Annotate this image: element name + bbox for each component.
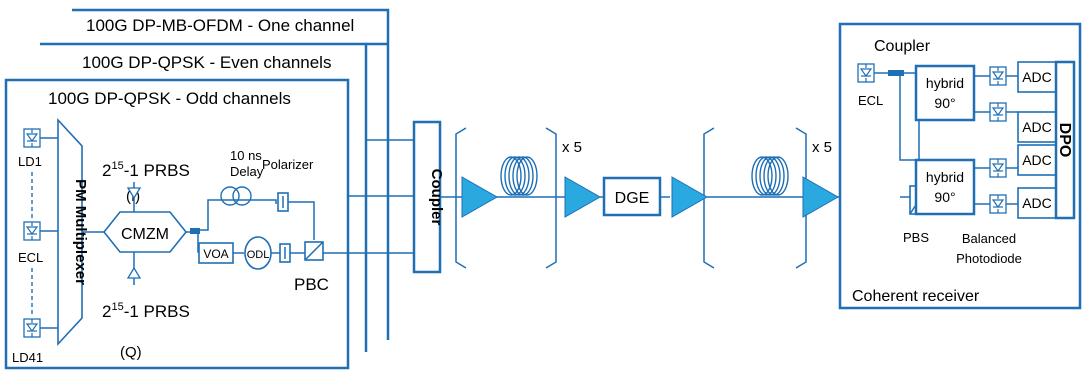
svg-text:PM Multiplexer: PM Multiplexer (72, 179, 89, 285)
svg-text:Balanced: Balanced (962, 231, 1016, 246)
laser-ld41: LD41 (12, 318, 43, 365)
voa: VOA (198, 242, 234, 264)
svg-text:Polarizer: Polarizer (262, 157, 314, 172)
svg-text:hybrid: hybrid (926, 169, 964, 185)
pm-multiplexer: PM Multiplexer (57, 117, 89, 347)
rx-coupler-icon (888, 70, 904, 76)
tx-coupler: Coupler (412, 120, 445, 274)
svg-text:ADC: ADC (1022, 195, 1052, 211)
svg-text:ADC: ADC (1022, 119, 1052, 135)
svg-text:ADC: ADC (1022, 152, 1052, 168)
svg-text:x 5: x 5 (812, 139, 832, 156)
photodiode-icon (989, 66, 1007, 86)
adc-1: ADC (1017, 61, 1057, 93)
svg-text:ECL: ECL (858, 93, 883, 108)
photodiode-icon (989, 194, 1007, 214)
svg-text:ODL: ODL (247, 249, 270, 261)
svg-text:90°: 90° (934, 95, 955, 111)
adc-2: ADC (1017, 111, 1057, 143)
svg-text:x 5: x 5 (562, 139, 582, 156)
svg-text:LD41: LD41 (12, 350, 43, 365)
fiber-coil-icon (751, 156, 789, 196)
svg-text:CMZM: CMZM (121, 226, 169, 243)
amplifier-icon (802, 176, 840, 218)
panel-mid-title: 100G DP-QPSK - Even channels (82, 53, 331, 72)
adc-3: ADC (1017, 144, 1057, 176)
hybrid-top: hybrid 90° (914, 64, 976, 122)
svg-text:Coupler: Coupler (874, 38, 931, 55)
laser-ecl: ECL (18, 221, 43, 265)
panel-back-title: 100G DP-MB-OFDM - One channel (86, 16, 354, 35)
span-1: x 5 (455, 127, 602, 269)
dpo: DPO (1054, 60, 1076, 220)
prbs-q-source: 215-1 PRBS (Q) (102, 252, 190, 361)
photodiode-icon (23, 318, 41, 338)
svg-text:(Q): (Q) (120, 344, 142, 361)
amplifier-icon (671, 176, 709, 218)
svg-text:ECL: ECL (18, 250, 43, 265)
svg-text:90°: 90° (934, 189, 955, 205)
fiber-coil-icon (500, 156, 538, 196)
coherent-receiver: Coherent receiver Coupler ECL PBS hybrid… (838, 22, 1082, 310)
photodiode-icon (989, 102, 1007, 122)
svg-text:DGE: DGE (615, 190, 650, 207)
dge: DGE (602, 176, 662, 217)
polarizer: Polarizer (262, 157, 315, 240)
pbc: PBC (294, 241, 329, 294)
delay-line: 10 ns Delay (220, 148, 264, 206)
prbs-i-source: 215-1 PRBS (I) (102, 160, 190, 212)
svg-text:Delay: Delay (230, 164, 264, 179)
svg-text:VOA: VOA (203, 247, 228, 261)
svg-text:Coupler: Coupler (428, 169, 445, 226)
svg-text:PBC: PBC (294, 275, 329, 294)
hybrid-bottom: hybrid 90° (914, 158, 976, 216)
splitter-icon (190, 228, 200, 234)
svg-text:DPO: DPO (1056, 123, 1073, 158)
svg-text:215-1 PRBS: 215-1 PRBS (102, 160, 190, 180)
amplifier-icon (564, 176, 602, 218)
laser-ld1: LD1 (18, 128, 42, 169)
svg-text:ADC: ADC (1022, 69, 1052, 85)
driver-icon (126, 187, 142, 200)
odl: ODL (244, 236, 272, 270)
svg-text:PBS: PBS (903, 230, 929, 245)
svg-text:215-1 PRBS: 215-1 PRBS (102, 301, 190, 321)
svg-text:hybrid: hybrid (926, 75, 964, 91)
svg-text:10 ns: 10 ns (230, 148, 262, 163)
cmzm-modulator: CMZM (102, 211, 188, 253)
amplifier-icon (461, 176, 499, 218)
photodiode-icon (989, 158, 1007, 178)
driver-icon (126, 266, 142, 279)
photodiode-icon (857, 63, 875, 83)
svg-text:Photodiode: Photodiode (956, 251, 1022, 266)
photodiode-icon (23, 128, 41, 148)
adc-4: ADC (1017, 187, 1057, 219)
receiver-title: Coherent receiver (852, 288, 980, 305)
photodiode-icon (23, 221, 41, 241)
panel-front-title: 100G DP-QPSK - Odd channels (48, 89, 291, 108)
svg-text:LD1: LD1 (18, 154, 42, 169)
